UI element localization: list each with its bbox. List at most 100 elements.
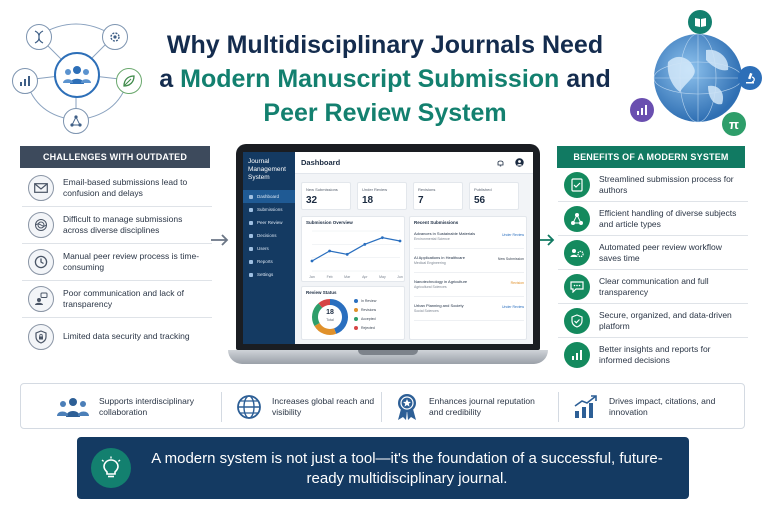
- nav-peer-review[interactable]: Peer Review: [243, 216, 295, 229]
- title-line-2-suffix: and: [559, 65, 611, 93]
- bell-icon[interactable]: [497, 159, 504, 167]
- review-total-label: Total: [326, 318, 334, 322]
- nav-decisions[interactable]: Decisions: [243, 229, 295, 242]
- lightbulb-icon: [91, 448, 131, 488]
- tick-label: Apr: [362, 275, 368, 279]
- table-row[interactable]: AI Applications in Healthcare Medical En…: [414, 253, 524, 273]
- document-check-icon: [564, 171, 590, 198]
- challenge-text: Poor communication and lack of transpare…: [63, 288, 184, 309]
- list-item: Streamlined submission process for autho…: [558, 168, 748, 202]
- data-point: [381, 236, 384, 240]
- benefits-header: BENEFITS OF A MODERN SYSTEM: [557, 146, 745, 168]
- laptop-base: [228, 350, 548, 364]
- strip-text: Drives impact, citations, and innovation: [609, 396, 716, 417]
- legend-label: Accepted: [361, 317, 376, 321]
- challenge-text: Manual peer review process is time-consu…: [63, 251, 200, 272]
- list-item: Better insights and reports for informed…: [558, 338, 748, 372]
- laptop-mockup: Journal Management System Dashboard Subm…: [228, 144, 548, 376]
- challenge-text: Email-based submissions lead to confusio…: [63, 177, 188, 198]
- stat-value: 32: [306, 195, 318, 206]
- trend-chart-icon: [574, 395, 597, 418]
- list-item: Efficient handling of diverse subjects a…: [558, 202, 748, 236]
- list-item: Limited data security and tracking: [22, 318, 212, 355]
- submission-status: Under Review: [502, 305, 524, 309]
- chat-person-icon: [28, 286, 54, 312]
- data-point: [398, 239, 402, 243]
- shield-check-icon: [564, 307, 590, 334]
- submission-category: Medical Engineering: [414, 261, 446, 265]
- book-icon: [688, 10, 712, 34]
- donut-slice: [314, 322, 337, 335]
- legend-item: Accepted: [354, 317, 376, 321]
- nav-settings[interactable]: Settings: [243, 268, 295, 281]
- data-point: [328, 249, 331, 253]
- nav-users[interactable]: Users: [243, 242, 295, 255]
- donut-slice: [329, 299, 348, 334]
- title-line-2-prefix: a: [159, 65, 181, 93]
- stat-label: Under Review: [362, 187, 388, 192]
- pi-icon: π: [722, 112, 746, 136]
- series-line: [311, 237, 401, 262]
- review-donut-chart: [312, 299, 348, 335]
- strip-text: Increases global reach and visibility: [272, 396, 375, 417]
- review-total: 18: [326, 309, 334, 316]
- tangle-icon: [28, 212, 54, 238]
- recent-submissions-panel: Recent Submissions Advances in Sustainab…: [409, 216, 527, 340]
- table-row[interactable]: Urban Planning and Society Social Scienc…: [414, 301, 524, 321]
- chat-icon: [564, 273, 590, 300]
- stat-card: Published 56: [469, 182, 519, 210]
- people-center-icon: [54, 52, 100, 98]
- microscope-network-icon: [63, 108, 89, 134]
- nav-dashboard[interactable]: Dashboard: [243, 190, 295, 203]
- bar-chart-icon: [12, 68, 38, 94]
- nav-submissions[interactable]: Submissions: [243, 203, 295, 216]
- benefit-text: Streamlined submission process for autho…: [599, 173, 734, 195]
- tick-label: Feb: [327, 275, 333, 279]
- clock-icon: [28, 249, 54, 275]
- stat-value: 18: [362, 195, 374, 206]
- table-row[interactable]: Nanotechnology in Agriculture Agricultur…: [414, 277, 524, 297]
- chart-icon: [630, 98, 654, 122]
- strip-text: Supports interdisciplinary collaboration: [99, 396, 194, 417]
- envelope-icon: [28, 175, 54, 201]
- laptop-notch: [358, 350, 418, 355]
- list-item: Manual peer review process is time-consu…: [22, 244, 212, 281]
- submission-category: Agricultural Sciences: [414, 285, 447, 289]
- submission-title: Nanotechnology in Agriculture: [414, 279, 468, 284]
- table-row[interactable]: Advances in Sustainable Materials Enviro…: [414, 229, 524, 249]
- list-item: Secure, organized, and data-driven platf…: [558, 304, 748, 338]
- globe-illustration: π: [628, 10, 763, 137]
- data-point: [363, 242, 367, 246]
- nav-reports[interactable]: Reports: [243, 255, 295, 268]
- microscope-icon: [738, 66, 762, 90]
- stat-value: 56: [474, 195, 486, 206]
- banner-text: A modern system is not just a tool—it's …: [151, 450, 663, 487]
- benefit-text: Automated peer review workflow saves tim…: [599, 241, 722, 263]
- list-item: Automated peer review workflow saves tim…: [558, 236, 748, 270]
- conclusion-banner: A modern system is not just a tool—it's …: [77, 437, 689, 499]
- review-title: Review Status: [306, 290, 337, 295]
- divider: [558, 392, 559, 422]
- people-gear-icon: [564, 239, 590, 266]
- legend-label: Rejected: [361, 326, 375, 330]
- tick-label: May: [379, 275, 386, 279]
- challenge-text: Limited data security and tracking: [63, 331, 190, 341]
- divider: [221, 392, 222, 422]
- overview-title: Submission Overview: [306, 220, 353, 225]
- strip-item: Drives impact, citations, and innovation: [573, 392, 719, 422]
- benefits-list: Streamlined submission process for autho…: [558, 168, 748, 372]
- main-title: Why Multidisciplinary Journals Need a Mo…: [150, 28, 620, 130]
- review-status-panel: Review Status 18 Total In Review Revisio…: [301, 286, 405, 340]
- list-item: Email-based submissions lead to confusio…: [22, 170, 212, 207]
- benefit-text: Efficient handling of diverse subjects a…: [599, 207, 737, 229]
- legend-item: Revisions: [354, 308, 376, 312]
- challenges-header: CHALLENGES WITH OUTDATED SYSTEMS: [20, 146, 210, 184]
- data-point: [345, 252, 349, 256]
- strip-item: Supports interdisciplinary collaboration: [57, 392, 209, 422]
- strip-text: Enhances journal reputation and credibil…: [429, 396, 535, 417]
- tick-label: Mar: [344, 275, 351, 279]
- user-avatar-icon[interactable]: [515, 158, 524, 167]
- legend-label: In Review: [361, 299, 377, 303]
